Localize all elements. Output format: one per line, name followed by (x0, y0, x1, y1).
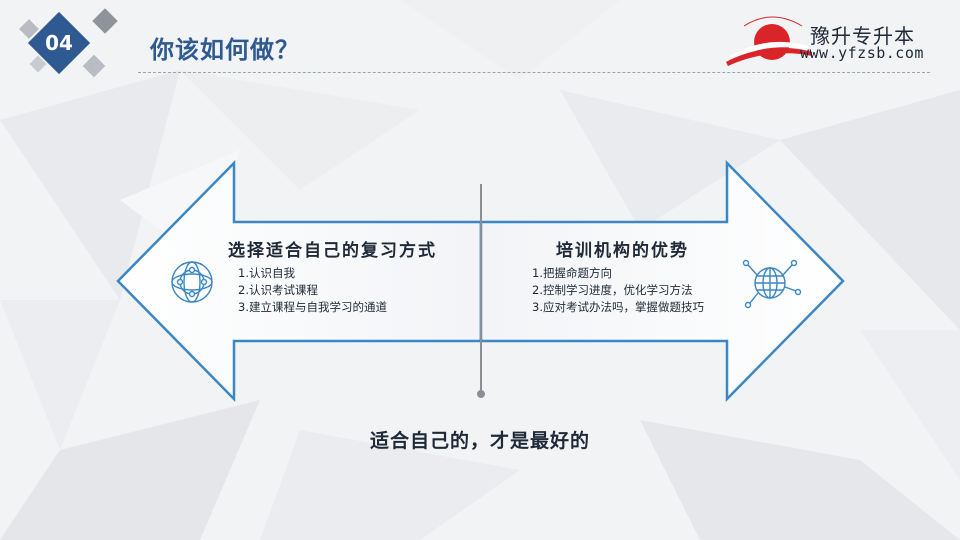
divider-dot (477, 390, 485, 398)
brand-url: www.yfzsb.com (800, 44, 924, 62)
right-list-item: 2.控制学习进度，优化学习方法 (532, 283, 693, 297)
left-arrow-shape (116, 159, 483, 403)
globe-grid-icon (742, 259, 802, 309)
left-list-item: 1.认识自我 (238, 266, 295, 280)
right-arrow-shape (479, 159, 845, 403)
right-list-item: 3.应对考试办法吗，掌握做题技巧 (532, 300, 704, 314)
left-panel-title: 选择适合自己的复习方式 (228, 241, 437, 261)
title-divider (138, 72, 930, 73)
conclusion-text: 适合自己的，才是最好的 (369, 430, 590, 452)
right-list-item: 1.把握命题方向 (532, 266, 612, 280)
globe-network-icon (171, 261, 213, 303)
section-number: 04 (45, 31, 73, 55)
brand-name: 豫升专升本 (810, 24, 915, 48)
right-panel-list: 1.把握命题方向 2.控制学习进度，优化学习方法 3.应对考试办法吗，掌握做题技… (532, 265, 704, 316)
right-panel-title: 培训机构的优势 (556, 241, 689, 261)
left-list-item: 2.认识考试课程 (238, 283, 318, 297)
left-list-item: 3.建立课程与自我学习的通道 (238, 300, 387, 314)
left-panel-list: 1.认识自我 2.认识考试课程 3.建立课程与自我学习的通道 (238, 265, 387, 316)
brand-logo (726, 16, 812, 66)
page-title: 你该如何做？ (150, 36, 300, 64)
section-badge (19, 8, 118, 78)
